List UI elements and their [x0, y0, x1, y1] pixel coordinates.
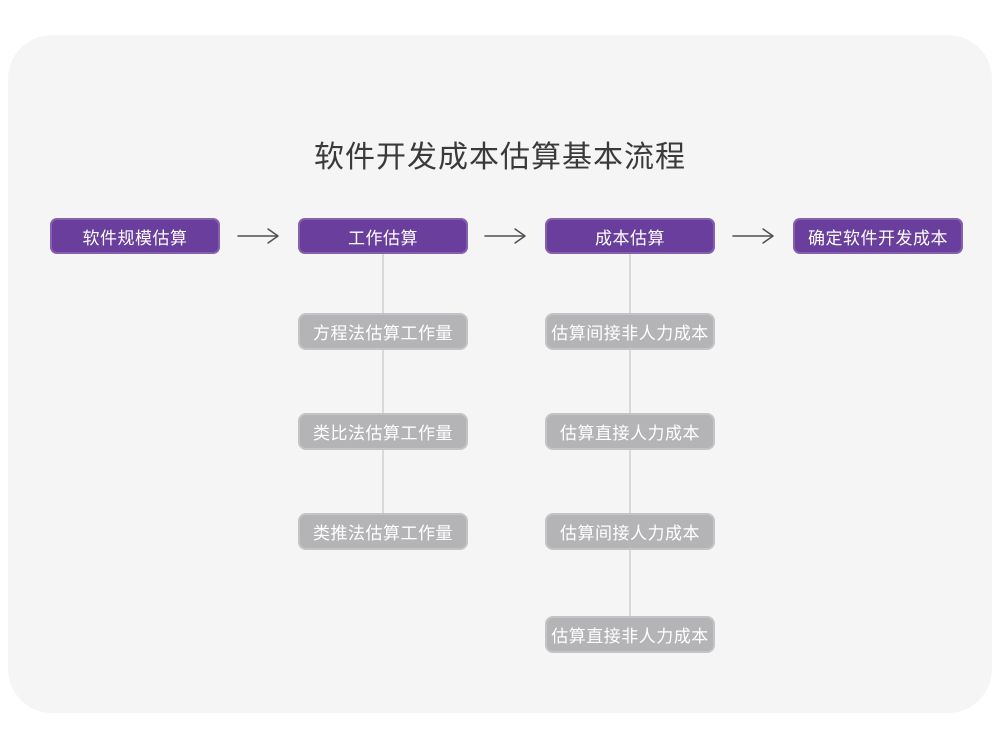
sub-node-equation-method: 方程法估算工作量 [298, 313, 468, 350]
sub-node-direct-labor-cost: 估算直接人力成本 [545, 413, 715, 450]
flow-node-software-size-estimation: 软件规模估算 [50, 218, 220, 254]
flow-node-work-estimation: 工作估算 [298, 218, 468, 254]
sub-node-indirect-non-labor-cost: 估算间接非人力成本 [545, 313, 715, 350]
sub-node-indirect-labor-cost: 估算间接人力成本 [545, 513, 715, 550]
arrow-right-icon [237, 225, 281, 247]
arrow-right-icon [484, 225, 528, 247]
flow-node-cost-estimation: 成本估算 [545, 218, 715, 254]
sub-node-direct-non-labor-cost: 估算直接非人力成本 [545, 616, 715, 653]
connector-line-work-column [382, 254, 384, 516]
flow-node-determine-development-cost: 确定软件开发成本 [793, 218, 963, 254]
diagram-title: 软件开发成本估算基本流程 [314, 141, 686, 174]
diagram-card: 软件开发成本估算基本流程 软件规模估算 工作估算 成本估算 [8, 35, 992, 713]
sub-node-analogy-method: 类比法估算工作量 [298, 413, 468, 450]
sub-node-extrapolation-method: 类推法估算工作量 [298, 513, 468, 550]
arrow-right-icon [732, 225, 776, 247]
